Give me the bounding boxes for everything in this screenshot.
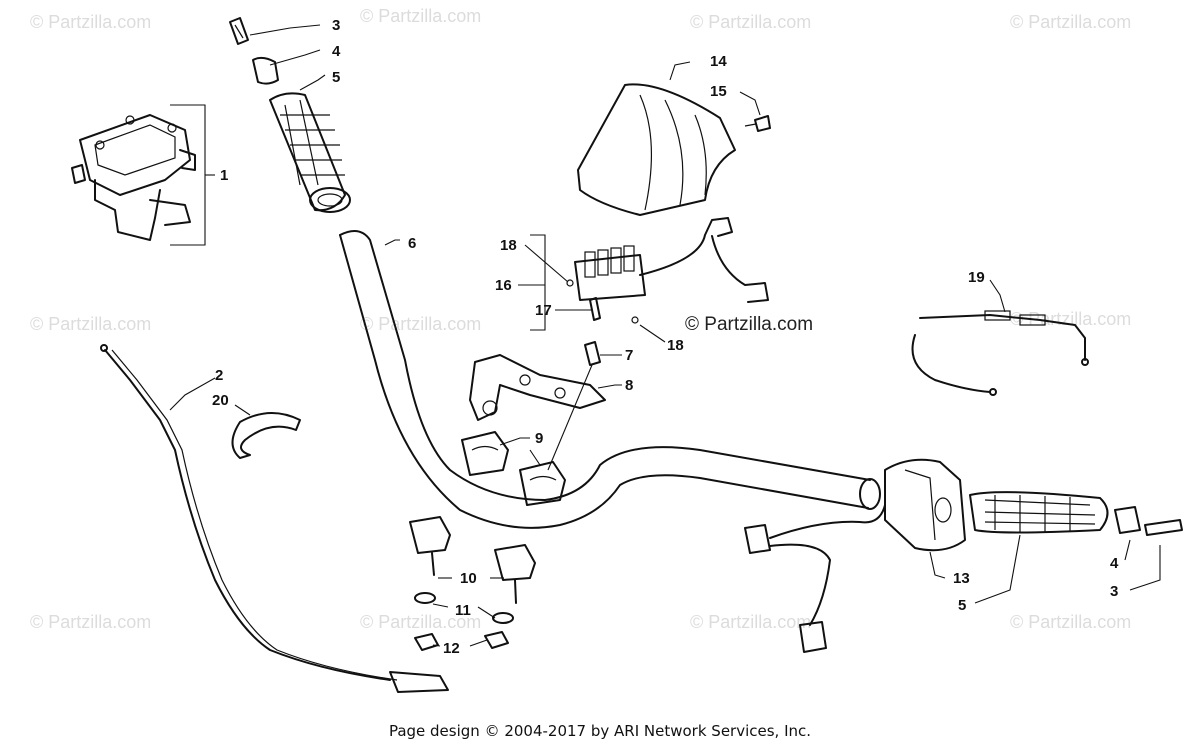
watermark: © Partzilla.com [30,612,151,632]
callout-10: 10 [460,570,477,587]
watermark: © Partzilla.com [690,612,811,632]
callout-3: 3 [1110,583,1118,600]
callout-15: 15 [710,83,727,100]
handlebar-illustration [339,230,881,529]
upper-clamps-illustration [461,431,566,506]
callout-13: 13 [953,570,970,587]
watermark: © Partzilla.com [360,612,481,632]
lower-clamps-illustration [409,516,536,651]
watermark: © Partzilla.com [1010,612,1131,632]
watermark: © Partzilla.com [30,12,151,32]
callout-1: 1 [220,167,228,184]
callout-18: 18 [667,337,684,354]
master-cylinder-illustration [71,104,215,246]
callout-14: 14 [710,53,727,70]
callout-7: 7 [625,347,633,364]
callout-4: 4 [332,43,341,60]
brake-cable-illustration [911,279,1089,396]
watermark: © Partzilla.com [1010,12,1131,32]
callout-20: 20 [212,392,229,409]
callout-9: 9 [535,430,543,447]
callout-18: 18 [500,237,517,254]
callout-19: 19 [968,269,985,286]
callout-5: 5 [958,597,966,614]
switch-block-illustration [518,217,769,343]
watermark: © Partzilla.com [690,12,811,32]
watermark: © Partzilla.com [360,314,481,334]
callout-12: 12 [443,640,460,657]
deflector-illustration [577,61,771,216]
callout-11: 11 [455,602,471,619]
callout-3: 3 [332,17,340,34]
watermark: © Partzilla.com [360,6,481,26]
callout-2: 2 [215,367,223,384]
callout-6: 6 [408,235,416,252]
watermark-center: © Partzilla.com [685,314,813,335]
watermark: © Partzilla.com [30,314,151,334]
callout-5: 5 [332,69,340,86]
watermark-layer: © Partzilla.com © Partzilla.com © Partzi… [30,6,1131,632]
callout-4: 4 [1110,555,1119,572]
left-grip-illustration [229,17,351,213]
copyright-footer: Page design © 2004-2017 by ARI Network S… [388,722,812,740]
throttle-cable-illustration [100,344,449,693]
bracket-illustration [469,341,622,471]
callout-17: 17 [535,302,552,319]
right-control-illustration [744,458,1183,653]
callout-8: 8 [625,377,633,394]
watermark: © Partzilla.com [1010,309,1131,329]
callout-16: 16 [495,277,512,294]
